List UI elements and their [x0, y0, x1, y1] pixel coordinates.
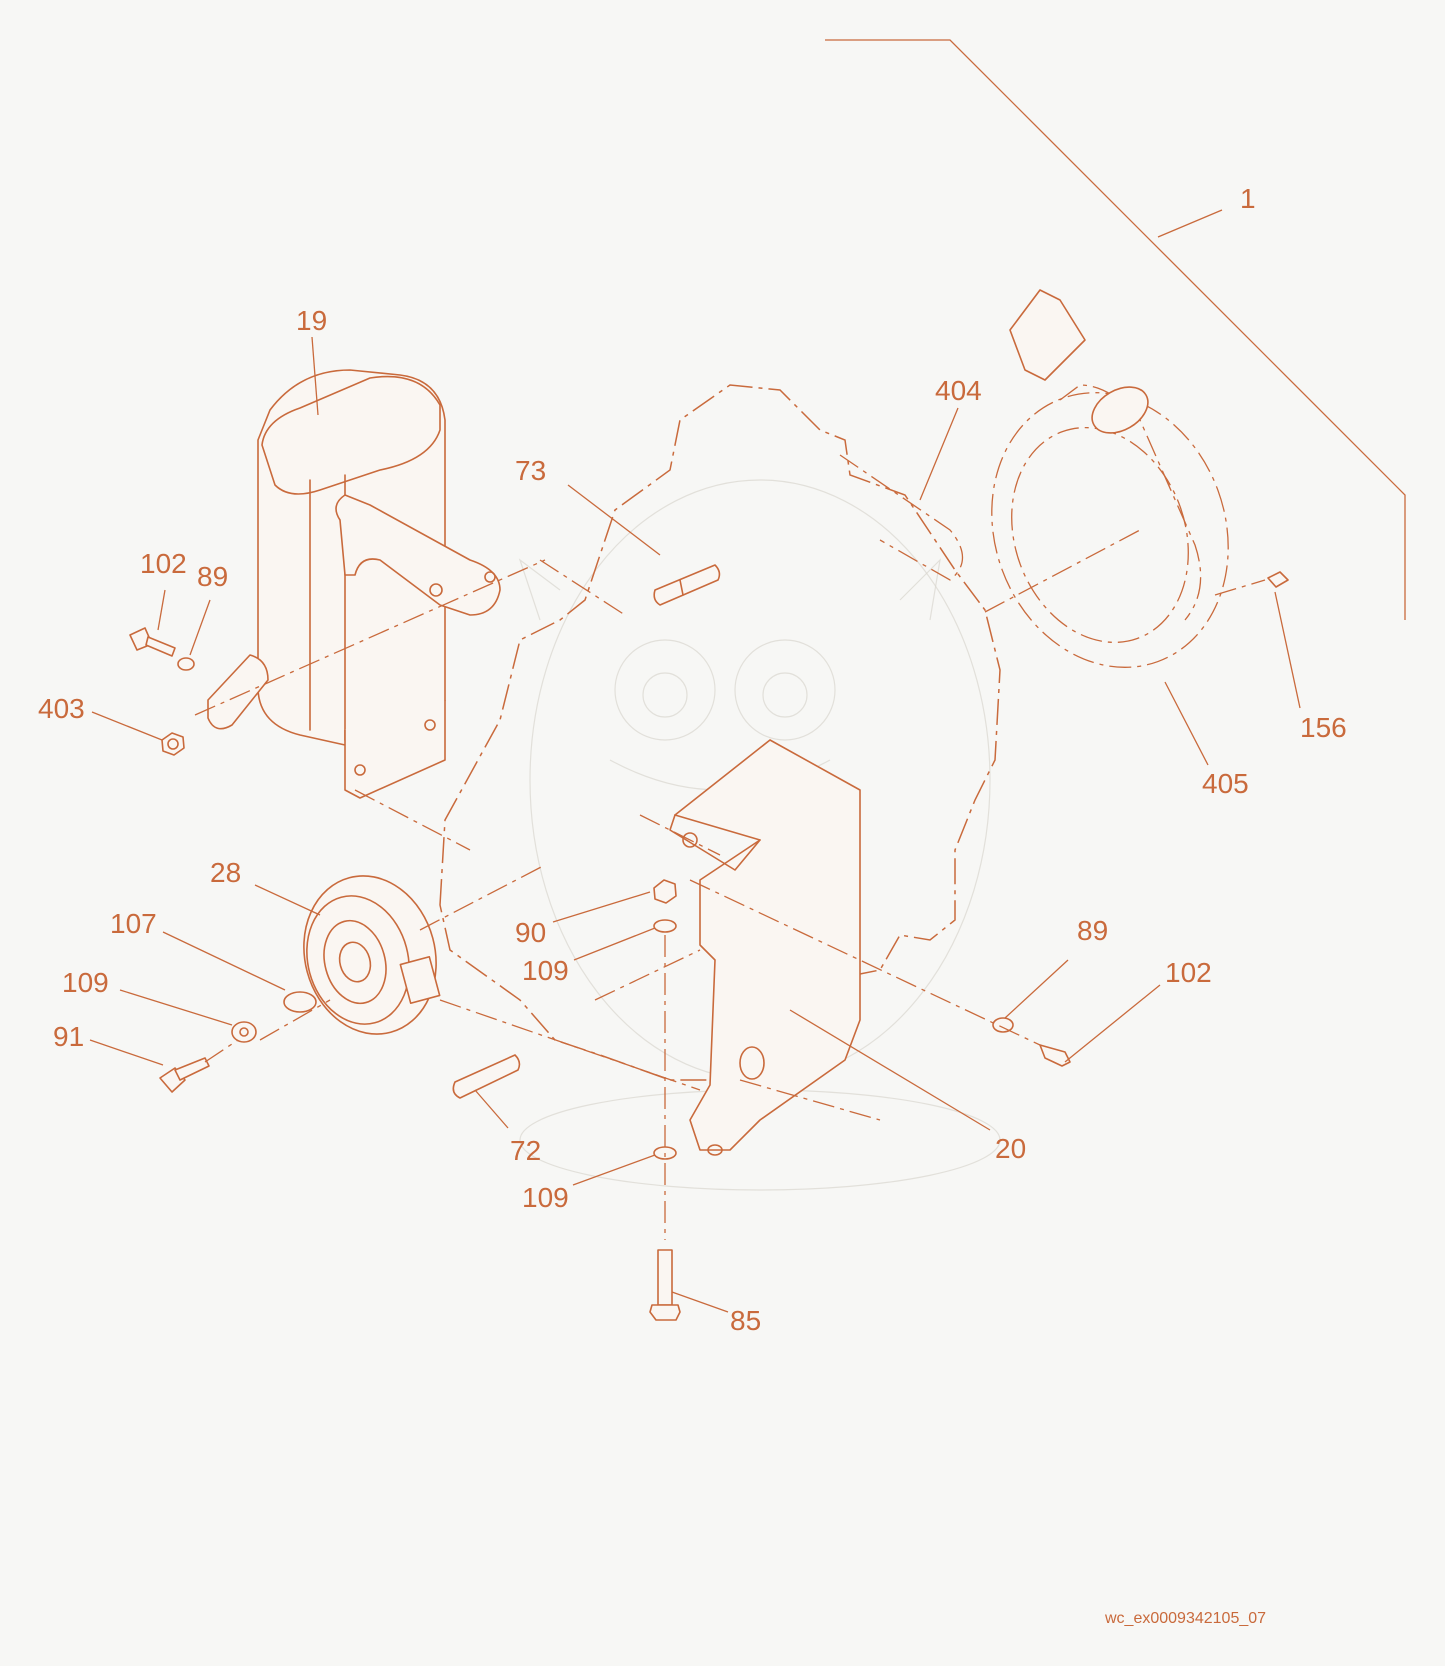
callout-102-right: 102	[1165, 957, 1212, 988]
callout-102-upper: 102	[140, 548, 187, 579]
engine-phantom-outline	[439, 384, 1001, 1081]
callout-19: 19	[296, 305, 327, 336]
muffler	[207, 369, 501, 799]
callout-404: 404	[935, 375, 982, 406]
callout-403: 403	[38, 693, 85, 724]
callout-91: 91	[53, 1021, 84, 1052]
callout-109-middle: 109	[522, 955, 569, 986]
mounting-bracket	[669, 739, 861, 1156]
callout-28: 28	[210, 857, 241, 888]
stud-72	[452, 1054, 521, 1099]
alignment-centerlines	[194, 529, 1266, 1240]
recoil-starter	[991, 289, 1229, 668]
callout-109-lower: 109	[522, 1182, 569, 1213]
callout-109-left: 109	[62, 967, 109, 998]
callout-1: 1	[1240, 183, 1256, 214]
callout-89-right: 89	[1077, 915, 1108, 946]
callout-20: 20	[995, 1133, 1026, 1164]
engine-cylinder-part	[839, 454, 963, 581]
assembly-bracket	[825, 39, 1406, 620]
callout-numbers: 1 19 404 73 102 89 403 156 405 28 107 10…	[38, 183, 1347, 1336]
hardware-fasteners	[129, 571, 1289, 1321]
callout-85: 85	[730, 1305, 761, 1336]
callout-72: 72	[510, 1135, 541, 1166]
callout-156: 156	[1300, 712, 1347, 743]
callout-89-upper: 89	[197, 561, 228, 592]
callout-leaders	[89, 336, 1301, 1313]
callout-107: 107	[110, 908, 157, 939]
callout-405: 405	[1202, 768, 1249, 799]
callout-90: 90	[515, 917, 546, 948]
stud-73	[653, 564, 721, 606]
clutch-pulley	[303, 875, 441, 1035]
drawing-id-label: wc_ex0009342105_07	[1105, 1610, 1267, 1627]
callout-73: 73	[515, 455, 546, 486]
